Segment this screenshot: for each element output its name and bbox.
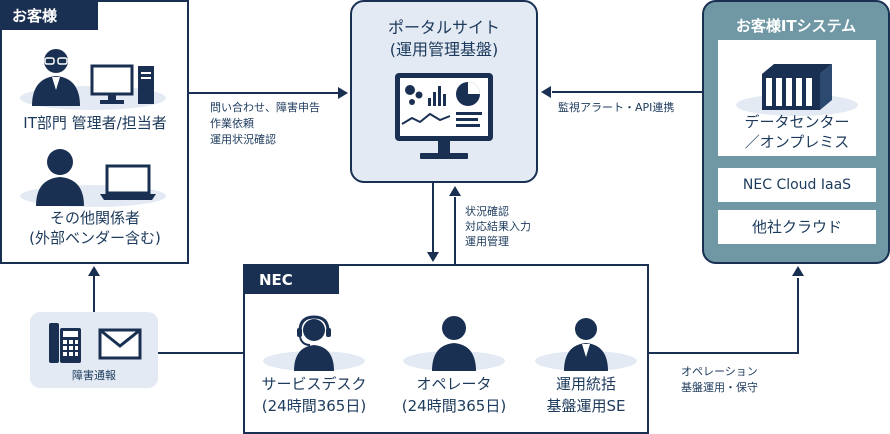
flow-system-to-portal: 監視アラート・API連携 [558,101,675,114]
dashboard-monitor-icon [395,73,493,159]
notification-label: 障害通報 [72,369,116,382]
datacenter-box: データセンター ／オンプレミス [718,40,876,156]
flow-nec-to-system-2: 基盤運用・保守 [681,381,758,394]
flow-customer-to-portal-2: 作業依頼 [210,117,254,130]
other-cloud-label: 他社クラウド [751,218,842,236]
nec-cloud-box: NEC Cloud IaaS [718,168,876,202]
nec-cloud-label: NEC Cloud IaaS [742,177,852,193]
it-dept-label: IT部門 管理者/担当者 [23,114,167,132]
person-icon [36,149,84,206]
customer-it-title: お客様ITシステム [735,17,857,35]
business-person-icon [564,318,608,371]
laptop-icon [100,164,156,200]
others-label-line2: (外部ベンダー含む) [29,229,161,247]
nec-tag: NEC [245,266,339,294]
email-envelope-icon [98,328,142,360]
headset-operator-icon [294,315,334,371]
operator-hours: (24時間365日) [401,397,507,415]
se-label-line1: 運用統括 [555,375,616,393]
server-rack-icon [762,64,832,110]
service-desk-label: サービスデスク [261,375,367,393]
arrowhead-up-portal [449,186,461,196]
others-label-line1: その他関係者 [49,209,140,227]
flow-customer-to-portal-1: 問い合わせ、障害申告 [210,101,320,114]
arrowhead-up-customer [88,266,100,276]
nec-box: NEC サービスデスク (24時間365日) オペレータ (24時間365日) … [243,264,649,434]
operator-person-icon [432,316,476,371]
flow-nec-to-portal-1: 状況確認 [465,205,509,218]
datacenter-label-line2: ／オンプレミス [744,133,850,151]
other-cloud-box: 他社クラウド [718,210,876,244]
arrowhead-to-portal-right [541,86,551,98]
arrowhead-to-nec [427,252,439,262]
customer-tag: お客様 [2,2,98,30]
datacenter-label-line1: データセンター [744,113,850,131]
arrowhead-to-portal-left [338,87,348,99]
person-manager-icon [32,49,80,106]
flow-nec-to-system-1: オペレーション [681,365,758,378]
portal-title-line1: ポータルサイト [387,18,500,37]
flow-nec-to-portal-3: 運用管理 [465,235,509,248]
telephone-icon [49,323,81,363]
desktop-computer-icon [90,64,154,104]
flow-customer-to-portal-3: 運用状況確認 [210,133,276,146]
notification-box: 障害通報 [30,312,158,388]
customer-it-system-box: お客様ITシステム データセンター ／オンプレミス NEC Cloud IaaS… [702,0,890,264]
operator-label: オペレータ [416,375,492,393]
customer-box: お客様 IT部門 管理者/担当者 その他関係者 (外部ベンダー含む) [0,0,189,264]
arrowhead-up-system [792,266,804,276]
service-desk-hours: (24時間365日) [261,397,367,415]
portal-title-line2: (運用管理基盤) [389,40,499,59]
flow-nec-to-portal-2: 対応結果入力 [465,220,531,233]
se-label-line2: 基盤運用SE [546,397,626,415]
portal-box: ポータルサイト (運用管理基盤) [350,0,538,183]
